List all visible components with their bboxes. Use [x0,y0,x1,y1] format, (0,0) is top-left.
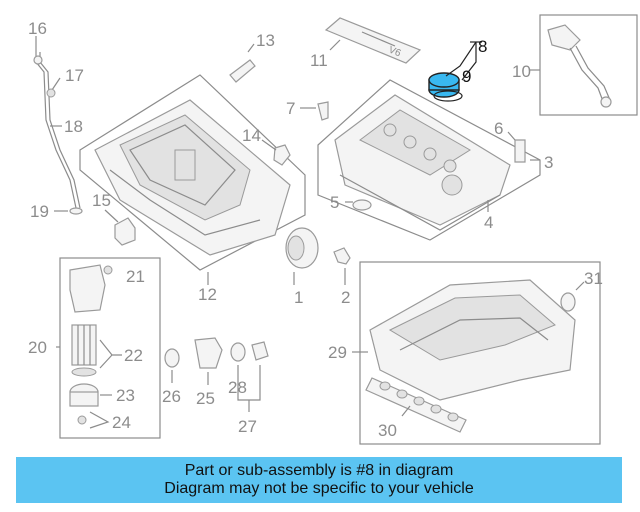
callout-7: 7 [286,99,295,118]
engine-cover: V6 [324,17,422,64]
callout-5: 5 [330,193,339,212]
callout-10: 10 [512,62,531,81]
callout-11: 11 [310,51,328,70]
oil-pan [79,74,306,285]
callout-20: 20 [28,338,47,357]
callout-9: 9 [462,67,471,86]
valve-cover [317,79,541,241]
banner-line-1: Part or sub-assembly is #8 in diagram [184,462,454,479]
intake-manifold-box [352,261,601,445]
callout-22: 22 [124,346,143,365]
callout-4: 4 [484,213,493,232]
callout-6: 6 [494,119,503,138]
callout-21: 21 [126,267,145,286]
callout-30: 30 [378,421,397,440]
callout-31: 31 [584,269,603,288]
callout-13: 13 [256,31,275,50]
dipstick-assembly [33,36,83,215]
callout-28: 28 [228,378,247,397]
callout-15: 15 [92,191,111,210]
callout-23: 23 [116,386,135,405]
oil-filler-cap-highlighted [428,41,482,102]
intake-gasket [365,377,467,433]
pulley-and-bolt [285,227,351,285]
callout-25: 25 [196,389,215,408]
callout-16: 16 [28,19,47,38]
callout-24: 24 [112,413,131,432]
pcv-hose-box [530,14,638,116]
parts-diagram: V6 [28,14,638,445]
callout-26: 26 [162,387,181,406]
callout-17: 17 [65,66,84,85]
small-parts-bottom [164,337,269,412]
callout-27: 27 [238,417,257,436]
small-parts-top [104,43,329,246]
callout-19: 19 [30,202,49,221]
svg-text:V6: V6 [387,45,403,60]
callout-18: 18 [64,117,83,136]
callout-3: 3 [544,153,553,172]
info-banner: Part or sub-assembly is #8 in diagram Di… [16,457,622,503]
callout-8-highlighted: 8 [478,37,487,56]
callout-12: 12 [198,285,217,304]
banner-line-2: Diagram may not be specific to your vehi… [164,480,474,497]
callout-labels: 1 2 3 4 5 6 7 8 9 10 11 12 13 14 15 16 1… [28,19,603,440]
callout-29: 29 [328,343,347,362]
callout-2: 2 [341,288,350,307]
callout-14: 14 [242,126,261,145]
callout-1: 1 [294,288,303,307]
oil-filter-box [56,257,161,439]
